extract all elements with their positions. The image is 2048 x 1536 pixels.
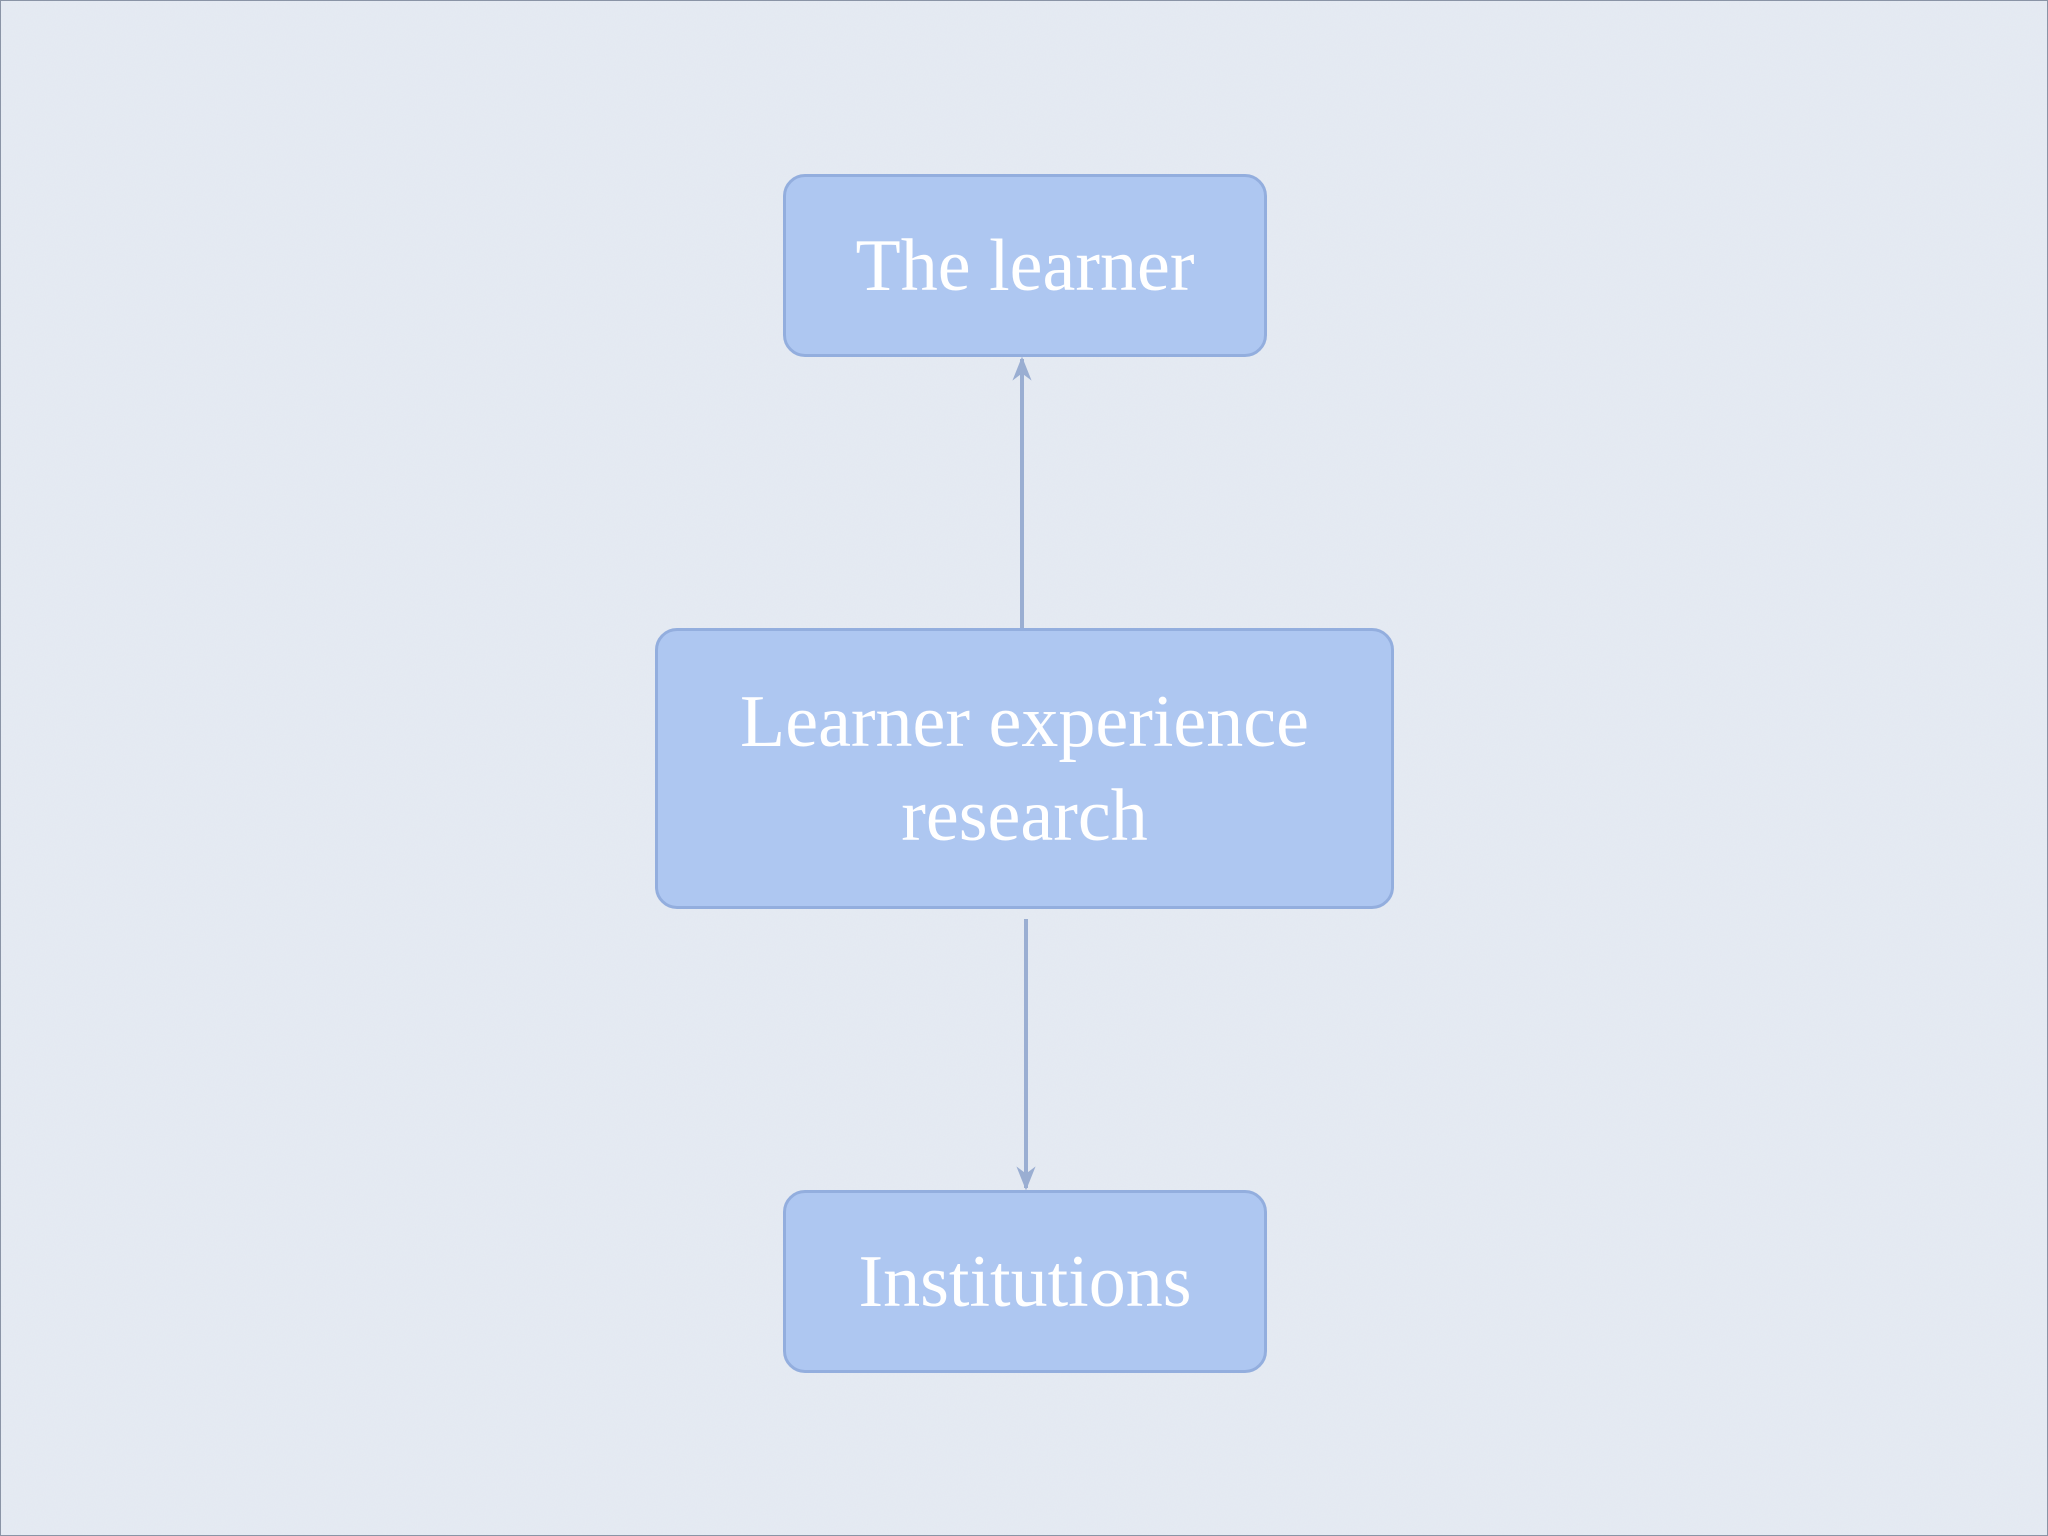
node-institutions-label: Institutions bbox=[858, 1240, 1192, 1323]
node-the-learner: The learner bbox=[783, 174, 1267, 357]
node-learner-experience-research: Learner experience research bbox=[655, 628, 1394, 909]
node-the-learner-label: The learner bbox=[855, 224, 1195, 307]
node-institutions: Institutions bbox=[783, 1190, 1267, 1373]
node-learner-experience-research-label: Learner experience research bbox=[740, 680, 1309, 857]
